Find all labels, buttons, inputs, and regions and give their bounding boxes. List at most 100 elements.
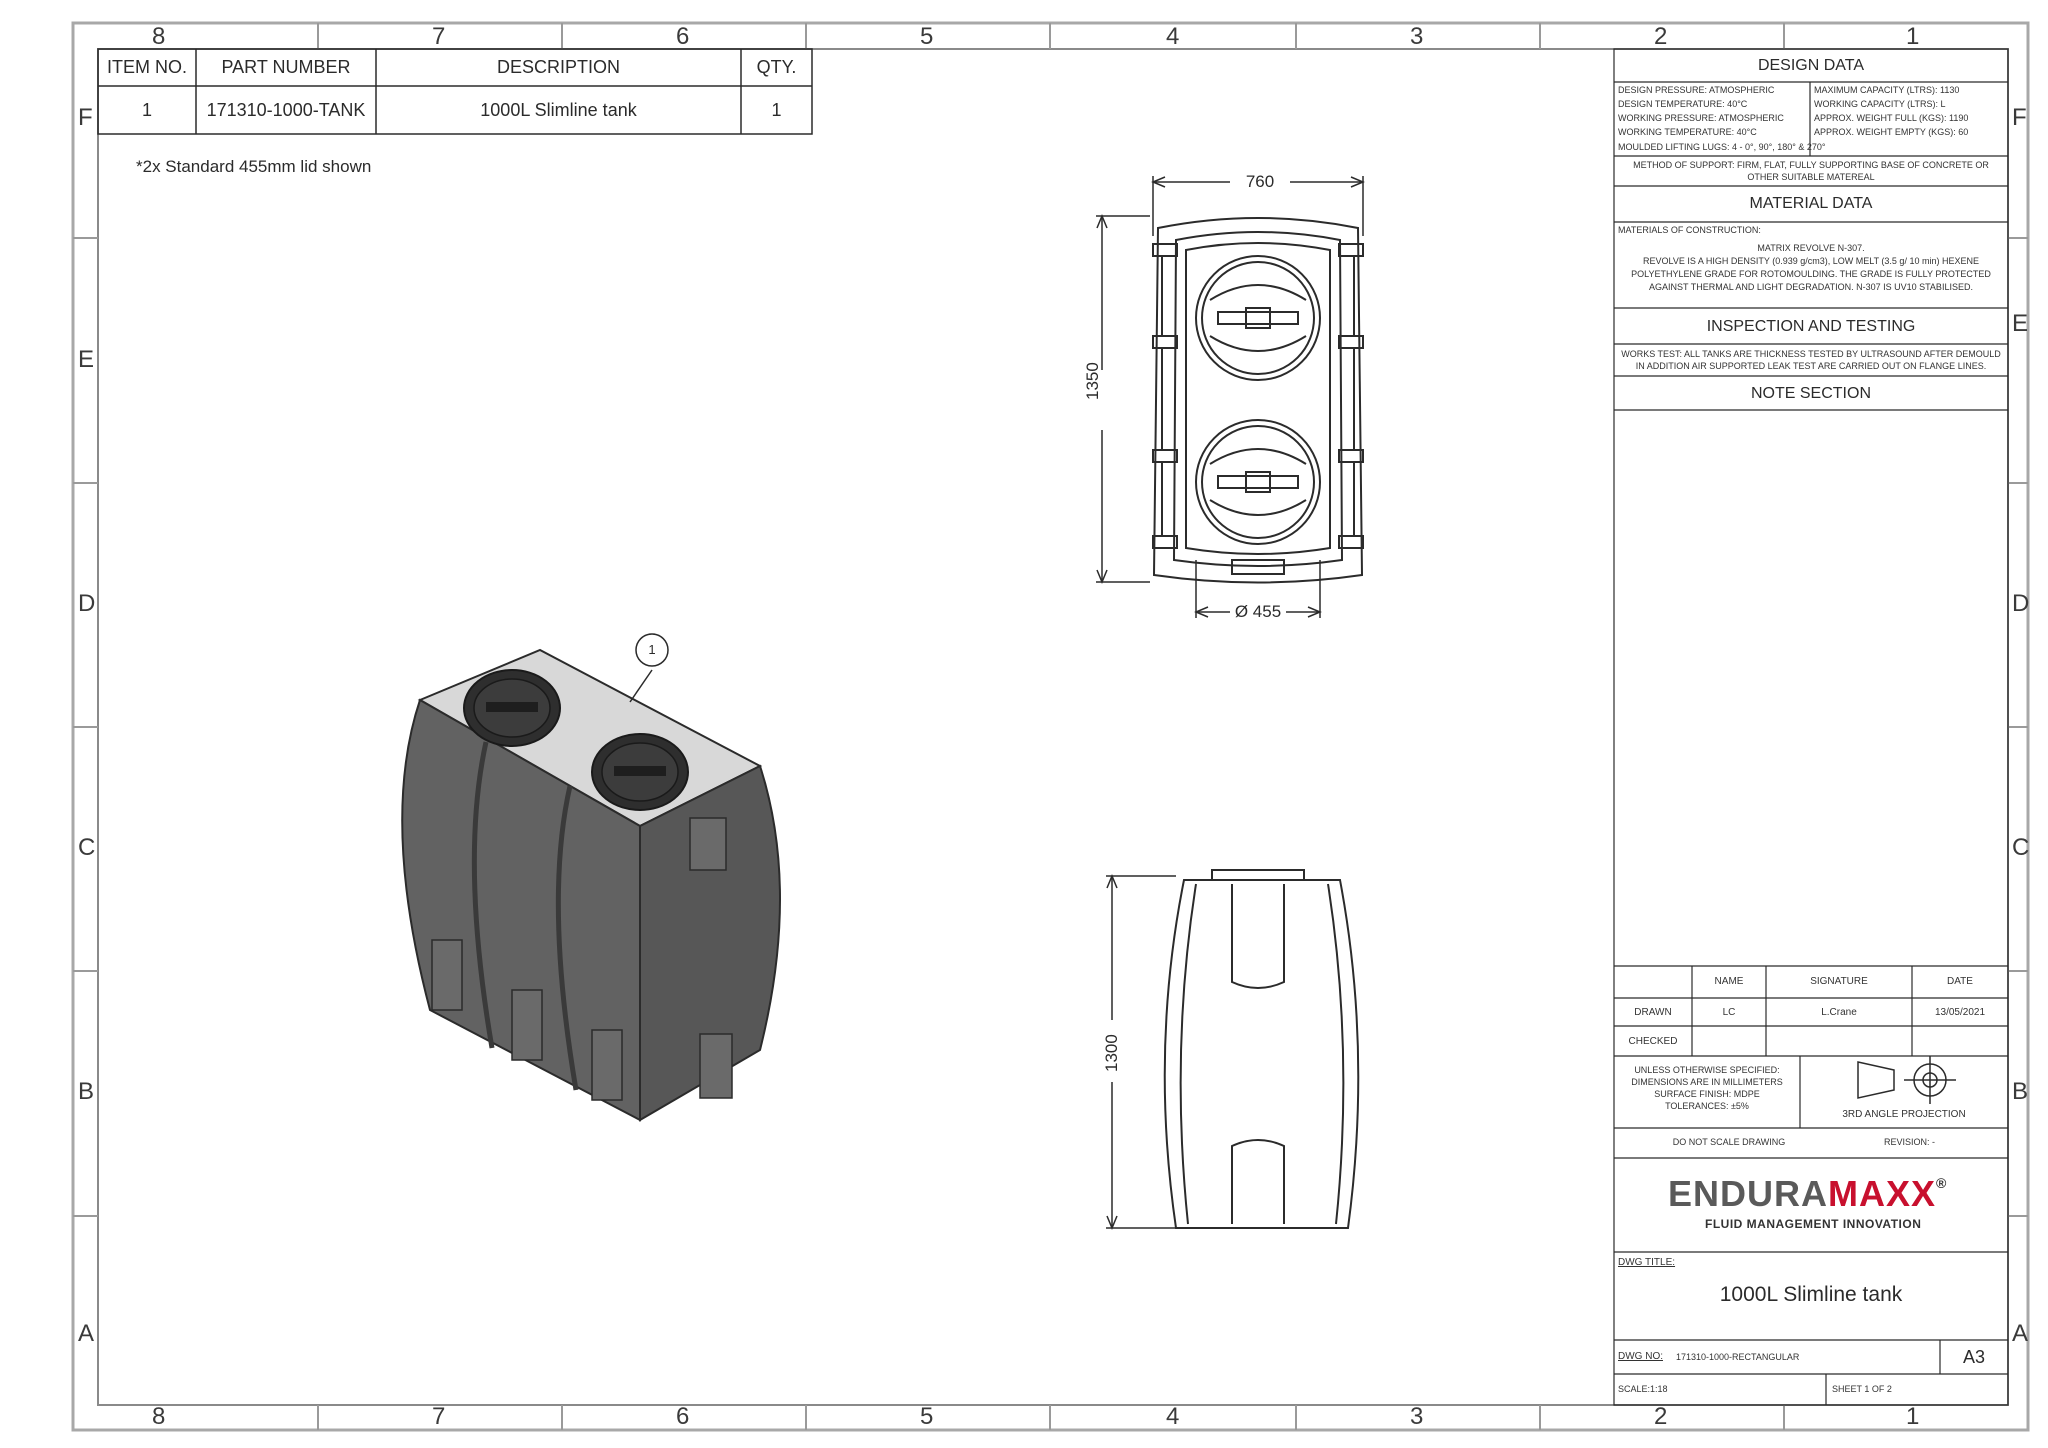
projection-label: 3RD ANGLE PROJECTION xyxy=(1842,1109,1966,1120)
revision: REVISION: - xyxy=(1884,1137,1936,1147)
zone-row-b-left: B xyxy=(78,1078,95,1105)
note-section-title: NOTE SECTION xyxy=(1750,385,1871,402)
logo-endura: ENDURA xyxy=(1668,1173,1829,1214)
material-line-2: MATRIX REVOLVE N-307. xyxy=(1757,243,1865,253)
zone-row-a-right: A xyxy=(2012,1320,2029,1347)
bom-row-part: 171310-1000-TANK xyxy=(206,100,366,120)
inspection-title: INSPECTION AND TESTING xyxy=(1706,318,1916,335)
top-view xyxy=(1152,217,1364,584)
support-method-1: METHOD OF SUPPORT: FIRM, FLAT, FULLY SUP… xyxy=(1633,160,1989,170)
dim-top-length: 1350 xyxy=(1083,362,1102,400)
zone-col-6-bottom: 6 xyxy=(676,1403,690,1430)
material-line-3: REVOLVE IS A HIGH DENSITY (0.939 g/cm3),… xyxy=(1643,256,1979,266)
zone-col-7-top: 7 xyxy=(432,23,446,50)
bom-header-item: ITEM NO. xyxy=(107,57,187,77)
zone-col-8-bottom: 8 xyxy=(152,1403,166,1430)
spec-line-4: TOLERANCES: ±5% xyxy=(1665,1101,1749,1111)
design-data-right-2: WORKING CAPACITY (LTRS): L xyxy=(1814,99,1946,109)
zone-row-d-left: D xyxy=(78,590,96,617)
spec-line-2: DIMENSIONS ARE IN MILLIMETERS xyxy=(1631,1077,1783,1087)
company-logo: ENDURAMAXX® xyxy=(1668,1176,1947,1212)
zone-col-4-bottom: 4 xyxy=(1166,1403,1180,1430)
zone-col-1-top: 1 xyxy=(1906,23,1920,50)
zone-row-a-left: A xyxy=(78,1320,95,1347)
isometric-view xyxy=(401,633,781,1122)
design-data-left-4: WORKING TEMPERATURE: 40°C xyxy=(1618,127,1757,137)
zone-row-d-right: D xyxy=(2012,590,2030,617)
bom-header-qty: QTY. xyxy=(756,57,797,77)
zone-col-7-bottom: 7 xyxy=(432,1403,446,1430)
bom-header-part: PART NUMBER xyxy=(221,57,351,77)
zone-col-6-top: 6 xyxy=(676,23,690,50)
inspection-line-2: IN ADDITION AIR SUPPORTED LEAK TEST ARE … xyxy=(1635,361,1987,371)
checked-label: CHECKED xyxy=(1628,1036,1678,1047)
zone-row-f-right: F xyxy=(2012,104,2027,131)
design-data-right-1: MAXIMUM CAPACITY (LTRS): 1130 xyxy=(1814,85,1960,95)
do-not-scale: DO NOT SCALE DRAWING xyxy=(1672,1137,1786,1147)
zone-row-e-right: E xyxy=(2012,310,2029,337)
signoff-header-signature: SIGNATURE xyxy=(1810,976,1868,987)
logo-maxx: MAXX xyxy=(1828,1173,1937,1214)
zone-col-1-bottom: 1 xyxy=(1906,1403,1920,1430)
top-view-dimensions xyxy=(1096,176,1365,618)
zone-ticks xyxy=(73,23,2028,1430)
spec-line-1: UNLESS OTHERWISE SPECIFIED: xyxy=(1634,1065,1780,1075)
drawn-signature: L.Crane xyxy=(1821,1007,1857,1018)
zone-col-2-top: 2 xyxy=(1654,23,1668,50)
drawn-label: DRAWN xyxy=(1634,1007,1672,1018)
zone-col-2-bottom: 2 xyxy=(1654,1403,1668,1430)
spec-line-3: SURFACE FINISH: MDPE xyxy=(1654,1089,1760,1099)
title-block-lines xyxy=(1613,48,2009,1406)
zone-col-5-bottom: 5 xyxy=(920,1403,934,1430)
bom-table-lines xyxy=(97,48,813,135)
logo-tagline: FLUID MANAGEMENT INNOVATION xyxy=(1705,1217,1922,1231)
drawn-date: 13/05/2021 xyxy=(1934,1007,1986,1018)
zone-col-3-bottom: 3 xyxy=(1410,1403,1424,1430)
sheet-size: A3 xyxy=(1962,1347,1986,1367)
design-data-left-1: DESIGN PRESSURE: ATMOSPHERIC xyxy=(1618,85,1775,95)
bom-row-description: 1000L Slimline tank xyxy=(480,100,637,120)
material-line-5: AGAINST THERMAL AND LIGHT DEGRADATION. N… xyxy=(1649,282,1973,292)
signoff-header-date: DATE xyxy=(1947,976,1973,987)
design-data-left-3: WORKING PRESSURE: ATMOSPHERIC xyxy=(1618,113,1784,123)
design-data-right-4: APPROX. WEIGHT EMPTY (KGS): 60 xyxy=(1814,127,1969,137)
scale: SCALE:1:18 xyxy=(1618,1384,1668,1394)
zone-row-c-left: C xyxy=(78,834,96,861)
zone-col-8-top: 8 xyxy=(152,23,166,50)
support-method-2: OTHER SUITABLE MATEREAL xyxy=(1747,172,1875,182)
material-data-title: MATERIAL DATA xyxy=(1749,195,1873,212)
balloon-number: 1 xyxy=(648,642,656,657)
material-line-1: MATERIALS OF CONSTRUCTION: xyxy=(1618,225,1761,235)
lid-note: *2x Standard 455mm lid shown xyxy=(136,157,372,176)
dim-side-height: 1300 xyxy=(1102,1034,1121,1072)
design-data-right-3: APPROX. WEIGHT FULL (KGS): 1190 xyxy=(1814,113,1969,123)
design-data-title: DESIGN DATA xyxy=(1757,57,1865,74)
signoff-header-name: NAME xyxy=(1714,976,1744,987)
dwg-number: 171310-1000-RECTANGULAR xyxy=(1676,1352,1800,1362)
side-view-dimensions xyxy=(1106,874,1176,1230)
zone-row-f-left: F xyxy=(78,104,93,131)
dim-lid-diameter: Ø 455 xyxy=(1234,602,1282,621)
sheet-number: SHEET 1 OF 2 xyxy=(1832,1384,1892,1394)
zone-col-4-top: 4 xyxy=(1166,23,1180,50)
bom-row-item: 1 xyxy=(141,100,152,120)
zone-col-5-top: 5 xyxy=(920,23,934,50)
drawn-name: LC xyxy=(1722,1007,1736,1018)
design-data-left-5: MOULDED LIFTING LUGS: 4 - 0°, 90°, 180° … xyxy=(1618,142,1826,152)
item-balloon xyxy=(635,633,669,667)
dwg-title-label: DWG TITLE: xyxy=(1618,1257,1676,1268)
dwg-no-label: DWG NO: xyxy=(1618,1351,1663,1362)
zone-row-e-left: E xyxy=(78,346,95,373)
dwg-title: 1000L Slimline tank xyxy=(1719,1283,1903,1306)
logo-registered: ® xyxy=(1936,1175,1948,1191)
zone-col-3-top: 3 xyxy=(1410,23,1424,50)
zone-row-c-right: C xyxy=(2012,834,2030,861)
inspection-line-1: WORKS TEST: ALL TANKS ARE THICKNESS TEST… xyxy=(1621,349,2001,359)
bom-header-description: DESCRIPTION xyxy=(496,57,620,77)
material-line-4: POLYETHYLENE GRADE FOR ROTOMOULDING. THE… xyxy=(1631,269,1991,279)
projection-symbol xyxy=(1857,1056,1956,1104)
dim-top-width: 760 xyxy=(1245,172,1275,191)
design-data-left-2: DESIGN TEMPERATURE: 40°C xyxy=(1618,99,1748,109)
side-view xyxy=(1163,869,1360,1229)
